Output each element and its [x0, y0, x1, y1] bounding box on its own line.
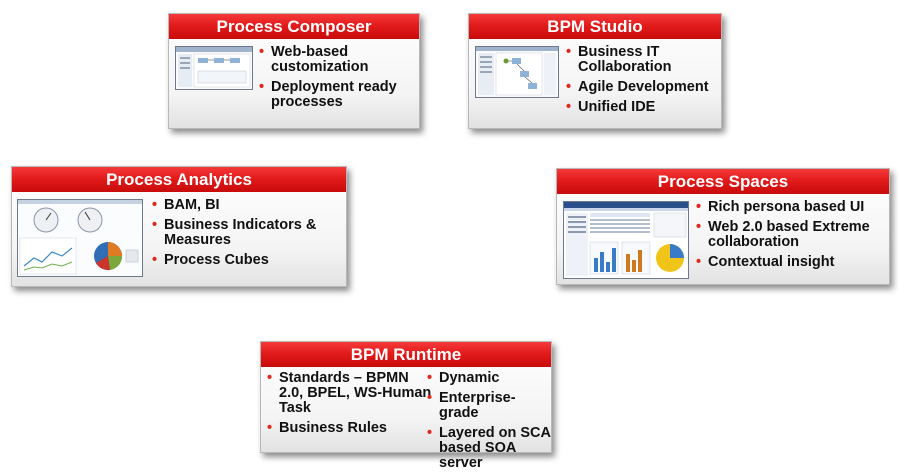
bpm-runtime-bullets-left: •Standards – BPMN 2.0, BPEL, WS-Human Ta… [267, 371, 433, 441]
process-spaces-title: Process Spaces [557, 169, 889, 194]
bullet-dot: • [696, 254, 702, 270]
runtime-bullet-text: Business Rules [279, 420, 387, 436]
bullet-dot: • [566, 99, 572, 115]
analytics-screenshot [17, 199, 143, 277]
process-analytics-bullets: • BAM, BI • Business Indicators & Measures… [152, 198, 344, 273]
composer-screenshot [175, 46, 253, 90]
composer-bullet-text: Web-based customization [271, 44, 369, 75]
runtime-bullet: • Dynamic [427, 371, 551, 386]
spaces-bullet: • Web 2.0 based Extreme collaboration [696, 220, 888, 250]
process-composer-title: Process Composer [169, 14, 419, 39]
studio-bullet-text: Agile Development [578, 79, 709, 95]
bpm-runtime-bullets-right: • Dynamic • Enterprise-grade • Layered on S… [427, 371, 551, 476]
bullet-dot: • [427, 370, 433, 386]
runtime-bullet: • Enterprise-grade [427, 391, 551, 421]
bullet-dot: • [267, 420, 273, 436]
spaces-bullet-text: Contextual insight [708, 254, 835, 270]
process-composer-bullets: • Web-based customization • Deployment rea… [259, 45, 417, 115]
composer-bullet: • Deployment ready processes [259, 80, 417, 110]
analytics-bullet: • Process Cubes [152, 253, 344, 268]
analytics-bullet-text: BAM, BI [164, 197, 220, 213]
bullet-dot: • [267, 370, 273, 386]
bullet-dot: • [152, 252, 158, 268]
bullet-dot: • [427, 425, 433, 441]
spaces-screenshot [563, 201, 689, 279]
composer-bullet-text: Deployment ready processes [271, 79, 397, 110]
process-spaces-bullets: • Rich persona based UI • Web 2.0 based Ex… [696, 200, 888, 275]
bullet-dot: • [152, 217, 158, 233]
process-analytics-card: Process Analytics • BAM, BI • Business Ind… [11, 166, 347, 287]
runtime-bullet: • Layered on SCA based SOA server [427, 426, 551, 471]
studio-bullet: • Agile Development [566, 80, 718, 95]
analytics-bullet-text: Process Cubes [164, 252, 269, 268]
spaces-bullet: • Contextual insight [696, 255, 888, 270]
runtime-bullet-text: Dynamic [439, 370, 500, 386]
runtime-bullet-text: Standards – BPMN 2.0, BPEL, WS-Human Tas… [279, 370, 432, 416]
bpm-studio-bullets: • Business IT Collaboration • Agile Develo… [566, 45, 718, 120]
studio-bullet: • Unified IDE [566, 100, 718, 115]
bullet-dot: • [152, 197, 158, 213]
process-analytics-title: Process Analytics [12, 167, 346, 192]
bullet-dot: • [259, 79, 265, 95]
bullet-dot: • [696, 199, 702, 215]
studio-bullet: • Business IT Collaboration [566, 45, 718, 75]
studio-bullet-text: Business IT Collaboration [578, 44, 672, 75]
runtime-bullet: • Business Rules [267, 421, 433, 436]
studio-screenshot [475, 46, 559, 98]
bullet-dot: • [566, 44, 572, 60]
runtime-bullet-text: Layered on SCA based SOA server [439, 425, 551, 471]
studio-bullet-text: Unified IDE [578, 99, 656, 115]
analytics-bullet: • Business Indicators & Measures [152, 218, 344, 248]
bullet-dot: • [259, 44, 265, 60]
spaces-bullet-text: Web 2.0 based Extreme collaboration [708, 219, 870, 250]
bullet-dot: • [696, 219, 702, 235]
analytics-bullet-text: Business Indicators & Measures [164, 217, 317, 248]
bpm-runtime-title: BPM Runtime [261, 342, 551, 367]
bullet-dot: • [566, 79, 572, 95]
spaces-bullet-text: Rich persona based UI [708, 199, 865, 215]
process-composer-card: Process Composer • Web-based customizatio… [168, 13, 420, 129]
bullet-dot: • [427, 390, 433, 406]
runtime-bullet-text: Enterprise-grade [439, 390, 516, 421]
composer-bullet: • Web-based customization [259, 45, 417, 75]
bpm-studio-card: BPM Studio • Business IT Collaboration • A… [468, 13, 722, 129]
spaces-bullet: • Rich persona based UI [696, 200, 888, 215]
analytics-bullet: • BAM, BI [152, 198, 344, 213]
bpm-studio-title: BPM Studio [469, 14, 721, 39]
runtime-bullet: •Standards – BPMN 2.0, BPEL, WS-Human Ta… [267, 371, 433, 416]
process-spaces-card: Process Spaces [556, 168, 890, 285]
bpm-runtime-card: BPM Runtime •Standards – BPMN 2.0, BPEL,… [260, 341, 552, 471]
